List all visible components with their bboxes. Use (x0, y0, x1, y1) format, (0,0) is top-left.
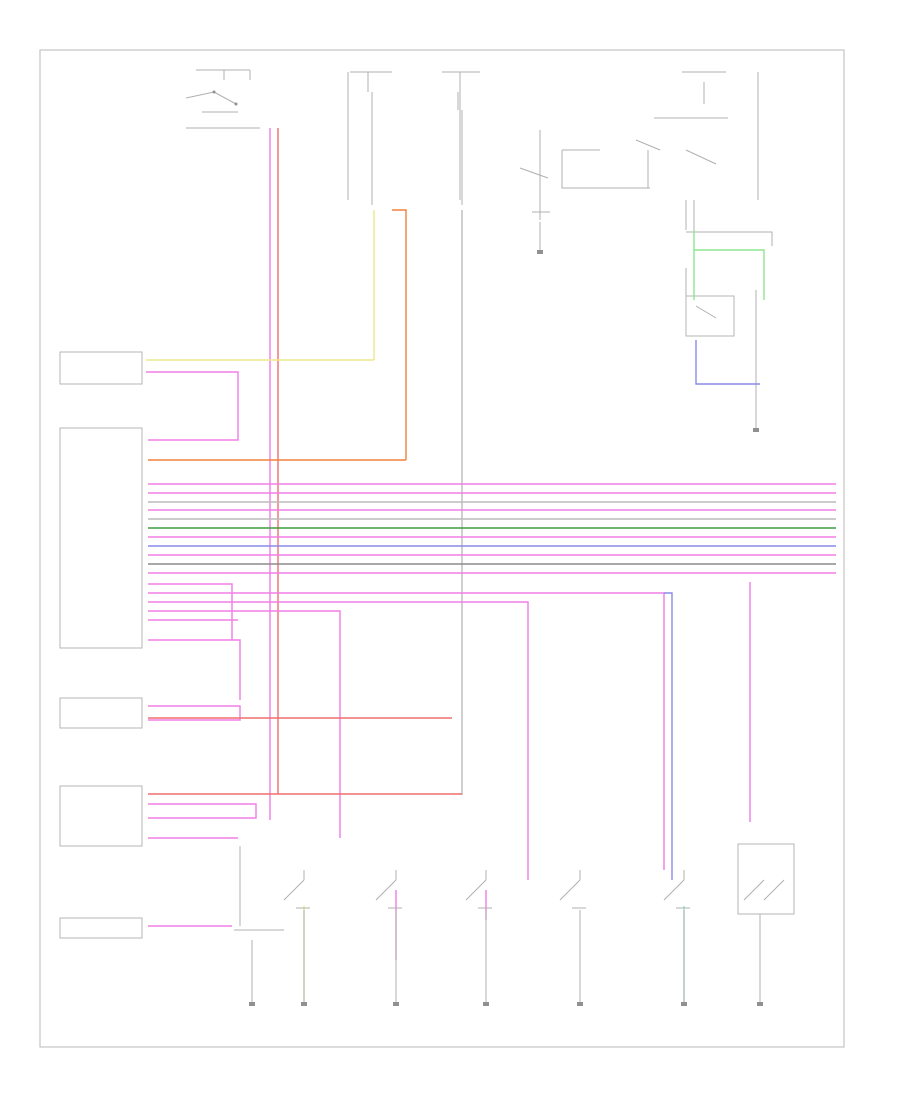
wire-blue-relay (695, 340, 760, 385)
top-switch-section (185, 69, 773, 432)
module-main (59, 427, 143, 649)
wire-yellow-fuse (146, 210, 375, 361)
diagram-frame (39, 49, 845, 1048)
bottom-switches (249, 843, 795, 1006)
wire-orange-fuse (148, 209, 407, 461)
module-top (59, 351, 143, 385)
module-bottom (59, 917, 143, 939)
wire-light-green (693, 230, 765, 300)
left-modules (59, 351, 143, 939)
wire-runs (146, 128, 836, 1002)
module-lower (59, 785, 143, 847)
module-middle (59, 697, 143, 729)
